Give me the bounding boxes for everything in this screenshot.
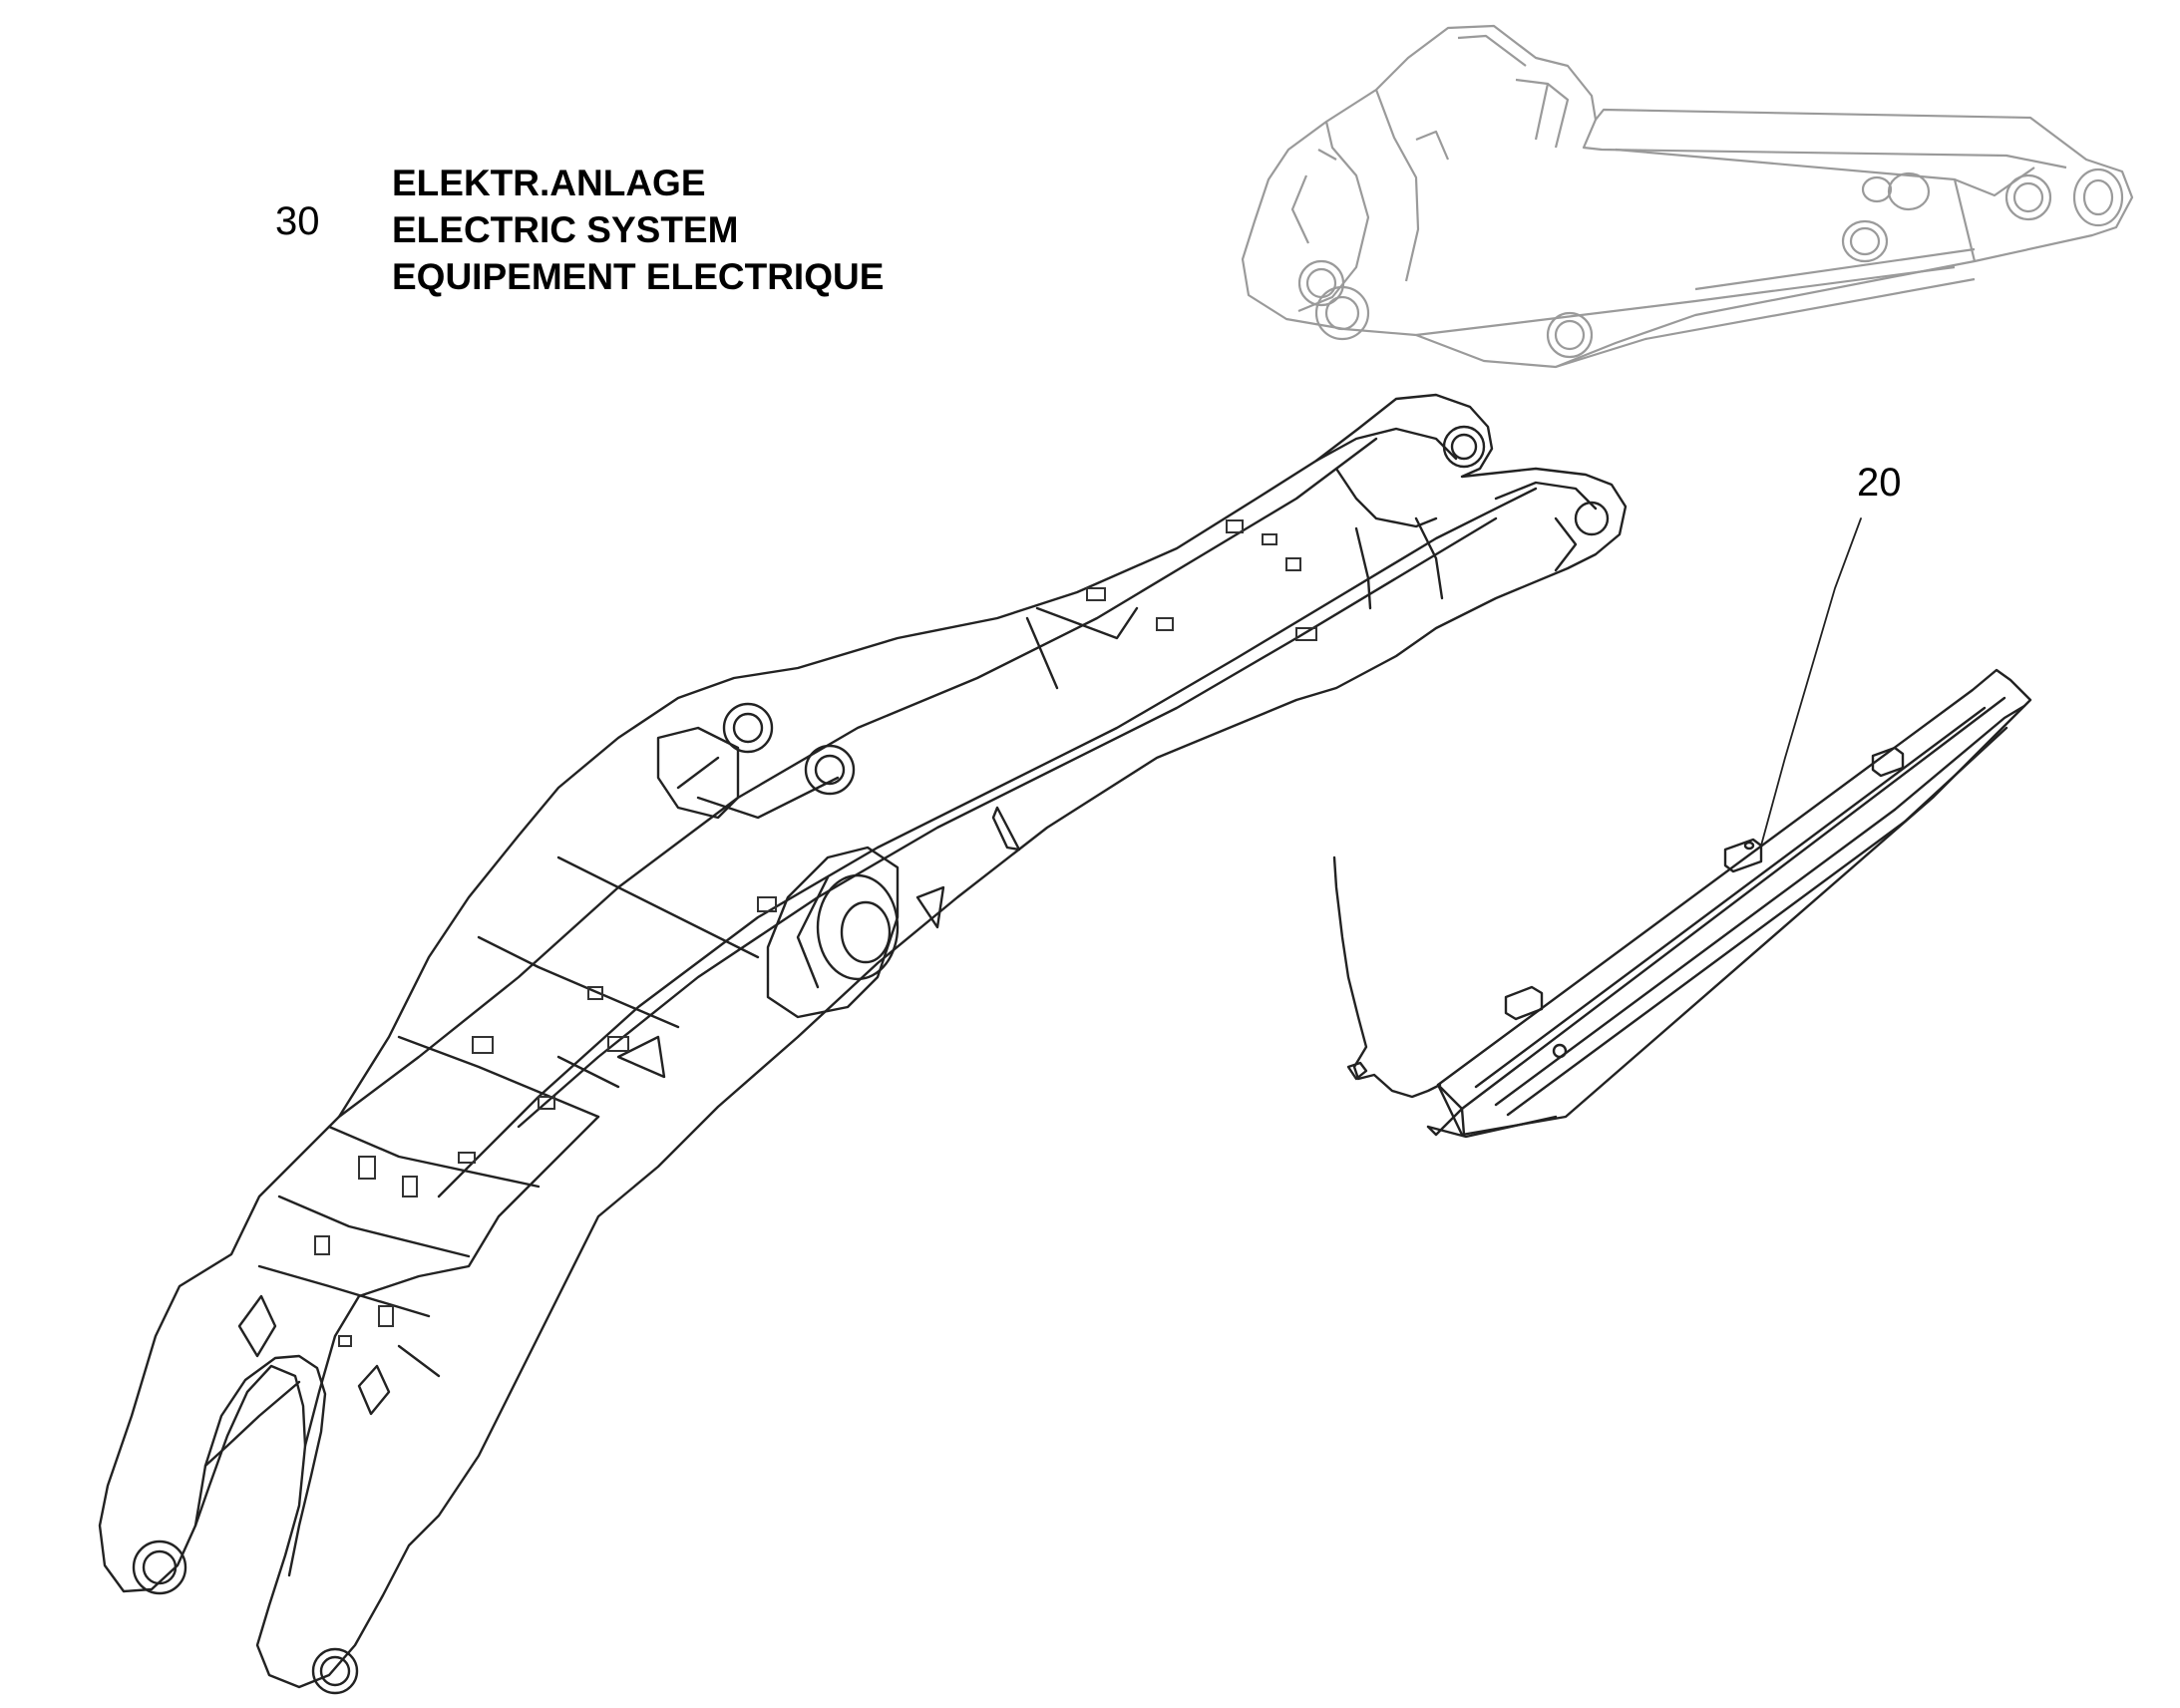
group-number: 30: [275, 199, 320, 243]
boom-detail-plates: [314, 519, 1317, 1347]
main-boom-drawing: [98, 393, 1628, 1695]
callout-label-20[interactable]: 20: [1857, 461, 1902, 505]
group-title: ELEKTR.ANLAGE ELECTRIC SYSTEM EQUIPEMENT…: [392, 160, 884, 300]
title-german: ELEKTR.ANLAGE: [392, 163, 706, 203]
cable-duct-assembly: [1332, 517, 2032, 1139]
title-french: EQUIPEMENT ELECTRIQUE: [392, 256, 885, 297]
faded-boom-drawing: [1241, 24, 2134, 369]
title-english: ELECTRIC SYSTEM: [392, 209, 739, 250]
